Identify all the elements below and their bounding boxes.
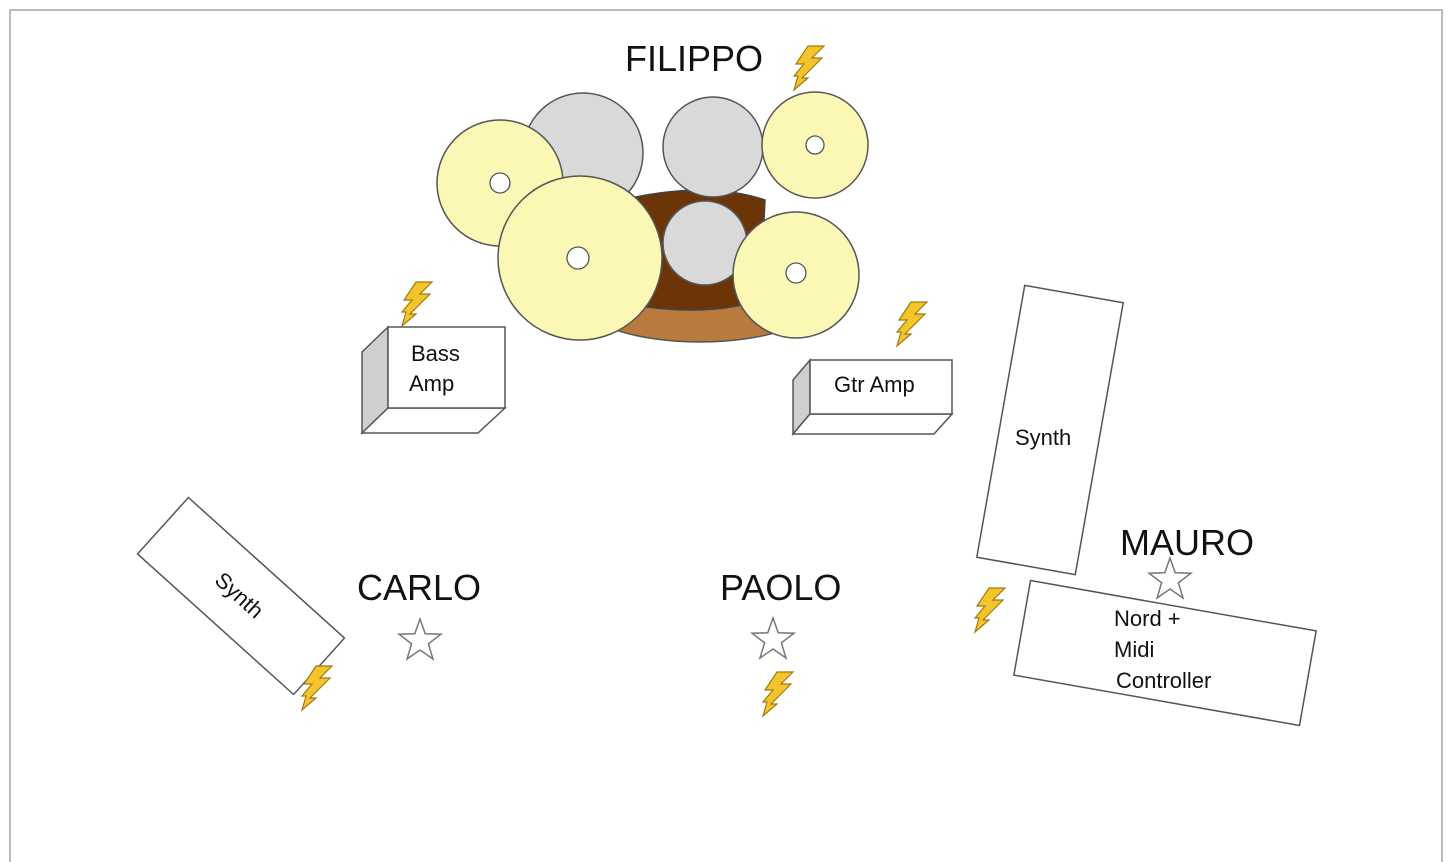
performer-filippo: FILIPPO	[625, 38, 763, 79]
synth-right: Synth	[975, 284, 1125, 576]
drum-kit	[436, 91, 869, 343]
cymbal-left-bell	[489, 172, 511, 194]
lightning-icon	[793, 45, 825, 91]
performer-carlo: CARLO	[357, 567, 481, 608]
cymbal-top-right-bell	[805, 135, 825, 155]
tom-right	[662, 96, 764, 198]
lightning-icon	[401, 281, 433, 327]
gtr-amp-label: Gtr Amp	[834, 372, 915, 397]
cymbal-center-bell	[566, 246, 590, 270]
performer-mauro: MAURO	[1120, 522, 1254, 563]
star-icon	[1148, 557, 1192, 599]
synth-right-label: Synth	[1015, 425, 1071, 450]
bass-amp-label-line1: Bass	[411, 341, 460, 366]
nord-label-line2: Midi	[1114, 637, 1154, 662]
synth-left: Synth	[136, 496, 346, 696]
star-icon	[398, 618, 442, 660]
bass-amp-label-line2: Amp	[409, 371, 454, 396]
nord-label-line3: Controller	[1116, 668, 1211, 693]
bass-amp: Bass Amp	[360, 325, 507, 435]
nord-midi-controller	[1012, 579, 1318, 727]
cymbal-bottom-right-bell	[785, 262, 807, 284]
star-icon	[751, 617, 795, 659]
lightning-icon	[974, 587, 1006, 633]
performer-paolo: PAOLO	[720, 567, 841, 608]
lightning-icon	[762, 671, 794, 717]
lightning-icon	[896, 301, 928, 347]
page-border	[9, 9, 1443, 862]
nord-label-line1: Nord +	[1114, 606, 1181, 631]
gtr-amp: Gtr Amp	[791, 357, 954, 437]
